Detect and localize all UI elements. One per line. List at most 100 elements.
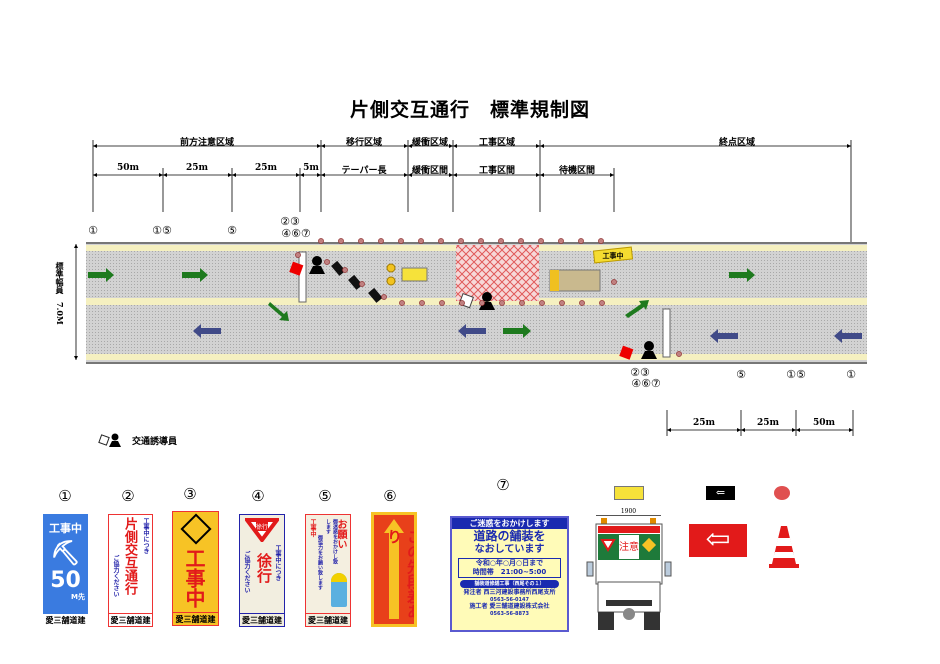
page-title: 片側交互通行 標準規制図 bbox=[349, 99, 590, 121]
sign-number: ① bbox=[58, 487, 72, 505]
cone-marker bbox=[398, 238, 404, 244]
svg-text:注意: 注意 bbox=[619, 540, 639, 553]
zone-label: 緩衝区域 bbox=[411, 138, 449, 148]
zone-label: 工事区域 bbox=[478, 138, 516, 148]
section-label: 25m bbox=[756, 418, 780, 428]
zone-label: 移行区域 bbox=[345, 138, 383, 148]
dimension-lines bbox=[74, 140, 854, 436]
cone-marker bbox=[459, 300, 465, 306]
cone-marker bbox=[419, 300, 425, 306]
cone-marker bbox=[399, 300, 405, 306]
green-arrows bbox=[88, 268, 755, 338]
cone-marker bbox=[519, 300, 525, 306]
arrow-board bbox=[401, 267, 428, 282]
road-width-label: 標準幅員 7.0M bbox=[55, 262, 65, 325]
cone-marker bbox=[359, 281, 365, 287]
sign-2: 工事中につき 片側交互通行 ご協力ください 愛三舗道建設 bbox=[108, 514, 153, 627]
cone-marker bbox=[342, 267, 348, 273]
sign-number: ⑥ bbox=[383, 487, 397, 505]
sign-3: 工事中 愛三舗道建設 bbox=[172, 511, 219, 626]
sign-number: ⑦ bbox=[496, 476, 510, 494]
blue-arrows bbox=[193, 324, 862, 343]
sign-5: お願い 工事中 御迷惑をおかけし致します 御協力をお願い致します 愛三舗道建設 bbox=[305, 514, 351, 627]
cone-marker bbox=[558, 238, 564, 244]
red-flag bbox=[289, 261, 304, 276]
cone-marker bbox=[559, 300, 565, 306]
sign-6: この先段差あり bbox=[371, 512, 417, 627]
traffic-cone-icon bbox=[769, 526, 799, 568]
legend-flagman-label: 交通誘導員 bbox=[132, 437, 178, 447]
sign-number: ⑤ bbox=[318, 487, 332, 505]
up-arrow-icon bbox=[384, 519, 404, 619]
arrow-light-board-icon bbox=[614, 486, 644, 500]
cone-marker bbox=[578, 238, 584, 244]
sign-4: 徐行 工事中につき 徐行 ご協力ください 愛三舗道建設 bbox=[239, 514, 285, 627]
arrow-board-text: 工事中 bbox=[603, 251, 624, 260]
marker: ①⑤ bbox=[786, 368, 806, 381]
worker-warning-icon bbox=[179, 513, 212, 545]
marker: ④⑥⑦ bbox=[281, 227, 311, 240]
cone-marker bbox=[598, 238, 604, 244]
cone-marker bbox=[458, 238, 464, 244]
small-arrow-sign-icon: ⇐ bbox=[706, 486, 735, 500]
cone-marker bbox=[318, 238, 324, 244]
sign-number: ② bbox=[121, 487, 135, 505]
cone-marker bbox=[438, 238, 444, 244]
marker: ①⑤ bbox=[152, 224, 172, 237]
zone-label: 前方注意区域 bbox=[179, 138, 235, 148]
cone-marker bbox=[599, 300, 605, 306]
section-label: 50m bbox=[812, 418, 836, 428]
cone-marker bbox=[381, 294, 387, 300]
arrow-lights bbox=[331, 260, 383, 303]
sign-7: ご迷惑をおかけします 道路の舗装を なおしています 令和○年○月○日まで時間帯 … bbox=[450, 516, 569, 632]
zone-label: 終点区域 bbox=[718, 138, 756, 148]
road-objects: 工事中 bbox=[88, 238, 862, 447]
marker: ②③ bbox=[630, 366, 650, 379]
section-label: 25m bbox=[185, 163, 209, 173]
section-label: 緩衝区間 bbox=[411, 166, 449, 176]
lights bbox=[386, 263, 396, 286]
cone-marker bbox=[378, 238, 384, 244]
section-label: 25m bbox=[692, 418, 716, 428]
cones bbox=[295, 238, 682, 357]
bowing-worker-icon bbox=[331, 573, 347, 607]
road bbox=[86, 242, 867, 364]
section-label: 25m bbox=[254, 163, 278, 173]
cone-marker bbox=[498, 238, 504, 244]
section-label: 待機区間 bbox=[558, 166, 596, 176]
sign-number: ③ bbox=[183, 485, 197, 503]
section-label: 50m bbox=[116, 163, 140, 173]
marker: ②③ bbox=[280, 215, 300, 228]
cone-marker bbox=[418, 238, 424, 244]
cone-marker bbox=[499, 300, 505, 306]
sign-truck-icon: 注意 bbox=[586, 518, 672, 630]
barrier bbox=[298, 251, 307, 303]
cone-marker bbox=[676, 351, 682, 357]
cone-marker bbox=[539, 300, 545, 306]
sign-1: 工事中 ⛏ 50 M先 愛三舗道建設 bbox=[43, 514, 88, 627]
marker: ⑤ bbox=[227, 224, 237, 237]
cone-marker bbox=[358, 238, 364, 244]
cone-marker bbox=[579, 300, 585, 306]
cone-marker bbox=[518, 238, 524, 244]
truck-width-label: 1900 bbox=[596, 508, 661, 516]
section-label: 工事区間 bbox=[478, 166, 516, 176]
marker: ① bbox=[88, 224, 98, 237]
cone-marker bbox=[611, 279, 617, 285]
section-label: テーパー長 bbox=[341, 166, 387, 176]
cone-marker bbox=[538, 238, 544, 244]
marker: ① bbox=[846, 368, 856, 381]
section-label: 5m bbox=[303, 163, 319, 173]
marker: ⑤ bbox=[736, 368, 746, 381]
red-flag bbox=[619, 345, 634, 360]
sign-number: ④ bbox=[251, 487, 265, 505]
legend-flagman-icon bbox=[98, 433, 121, 447]
cone-marker bbox=[295, 252, 301, 258]
cone-marker bbox=[478, 238, 484, 244]
cone-marker bbox=[479, 300, 485, 306]
cone-marker bbox=[338, 238, 344, 244]
cone-top-icon bbox=[774, 486, 790, 500]
cone-marker bbox=[439, 300, 445, 306]
large-arrow-sign-icon: ⇦ bbox=[689, 524, 747, 557]
barrier bbox=[662, 308, 671, 358]
